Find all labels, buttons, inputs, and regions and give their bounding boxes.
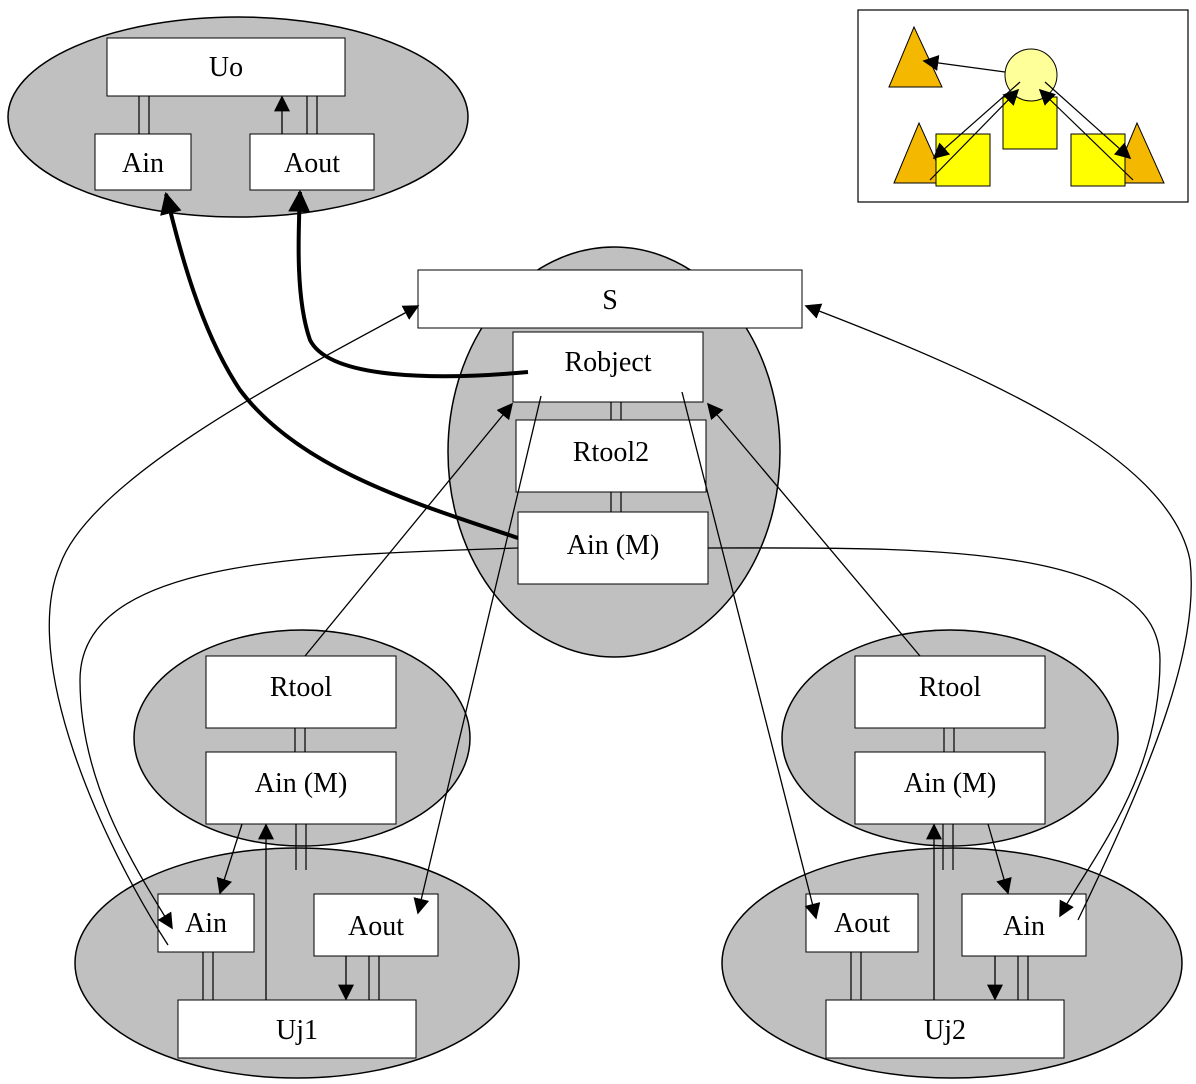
circle-icon <box>1004 48 1058 102</box>
svg-text:Ain: Ain <box>185 908 227 939</box>
svg-text:Ain (M): Ain (M) <box>255 768 348 799</box>
left-ain-box: Ain <box>157 893 255 953</box>
svg-text:Ain (M): Ain (M) <box>567 530 660 561</box>
svg-text:Uj2: Uj2 <box>924 1015 966 1046</box>
uo-ain-box: Ain <box>94 133 192 191</box>
legend-inset <box>857 9 1189 203</box>
svg-text:Uo: Uo <box>209 52 243 83</box>
svg-text:Robject: Robject <box>564 347 651 378</box>
uj1-box: Uj1 <box>177 999 417 1059</box>
right-ain-box: Ain <box>961 893 1087 957</box>
right-rtool-box: Rtool <box>854 655 1046 729</box>
left-rtool-box: Rtool <box>205 655 397 729</box>
svg-text:Aout: Aout <box>834 908 890 939</box>
thick-arrows <box>160 189 529 540</box>
uo-aout-box: Aout <box>249 133 375 191</box>
uj2-box: Uj2 <box>825 999 1065 1059</box>
left-aout-box: Aout <box>313 893 439 957</box>
triangle-icon <box>893 121 947 184</box>
right-aout-box: Aout <box>805 893 919 953</box>
robject-box: Robject <box>512 331 704 403</box>
svg-text:Aout: Aout <box>284 148 340 179</box>
square-icon <box>1070 133 1126 187</box>
svg-text:Rtool: Rtool <box>270 672 332 703</box>
svg-text:Ain (M): Ain (M) <box>904 768 997 799</box>
svg-text:Aout: Aout <box>348 911 404 942</box>
left-ain-m-box: Ain (M) <box>205 751 397 825</box>
svg-text:Ain: Ain <box>122 148 164 179</box>
thin-arrows <box>48 95 1192 1001</box>
square-icon <box>935 133 991 187</box>
server-ain-m-box: Ain (M) <box>517 511 709 585</box>
uo-box: Uo <box>106 37 346 97</box>
right-ain-m-box: Ain (M) <box>854 751 1046 825</box>
rtool2-box: Rtool2 <box>515 419 707 493</box>
square-icon <box>1002 96 1058 150</box>
double-connectors <box>138 96 1029 1000</box>
svg-text:Rtool2: Rtool2 <box>573 437 649 468</box>
svg-text:S: S <box>602 285 618 316</box>
s-box: S <box>417 269 803 329</box>
svg-text:Uj1: Uj1 <box>276 1015 318 1046</box>
svg-text:Rtool: Rtool <box>919 672 981 703</box>
svg-text:Ain: Ain <box>1003 911 1045 942</box>
